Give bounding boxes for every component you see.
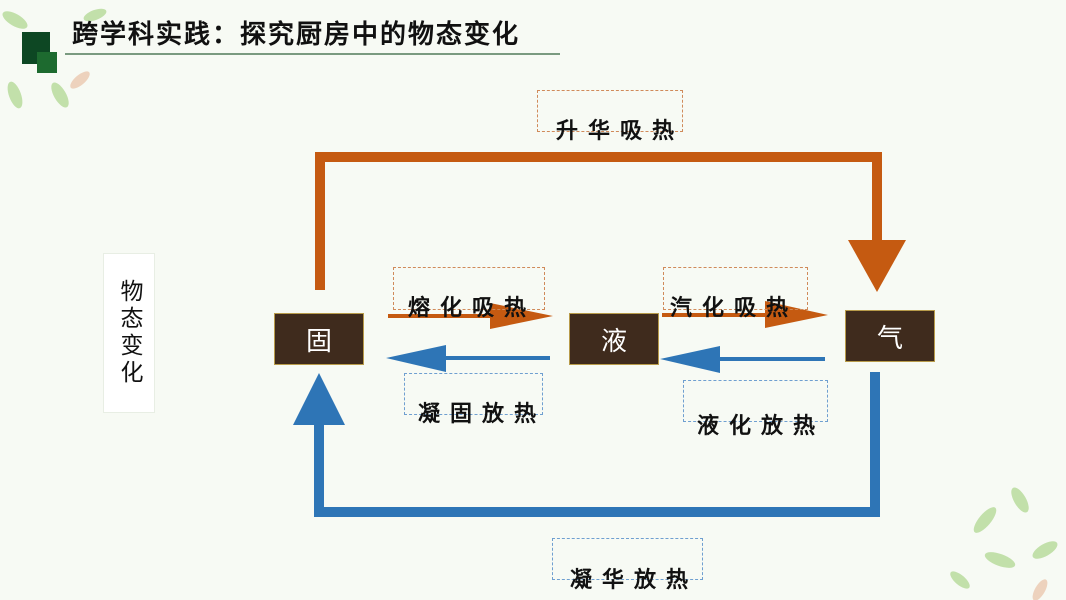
vaporization-label: 汽化吸热 (670, 295, 799, 321)
liquefaction-arrow (660, 346, 825, 373)
solidification-label-box (404, 373, 543, 415)
vaporization-arrow (662, 301, 828, 328)
title-underline (65, 53, 560, 55)
vaporization-label-box (663, 267, 808, 310)
state-solid: 固 (274, 313, 364, 365)
liquefaction-label: 液化放热 (697, 413, 826, 439)
deposition-label-box (552, 538, 703, 580)
sublimation-label: 升华吸热 (556, 118, 685, 144)
state-gas: 气 (845, 310, 935, 362)
leaf-decoration-bottom-right (950, 487, 1058, 600)
side-label: 物态变化 (103, 253, 155, 413)
sublimation-arrow (315, 152, 906, 292)
deposition-label: 凝华放热 (570, 567, 699, 593)
leaf-decoration-top-left (2, 8, 107, 109)
solidification-arrow (386, 345, 550, 372)
melting-label: 熔化吸热 (408, 295, 537, 321)
liquefaction-label-box (683, 380, 828, 422)
title-square-light (37, 52, 57, 73)
deposition-arrow (293, 372, 880, 517)
state-liquid: 液 (569, 313, 659, 365)
solidification-label: 凝固放热 (418, 401, 547, 427)
page-title: 跨学科实践：探究厨房中的物态变化 (72, 20, 521, 50)
melting-label-box (393, 267, 545, 310)
sublimation-label-box (537, 90, 683, 132)
